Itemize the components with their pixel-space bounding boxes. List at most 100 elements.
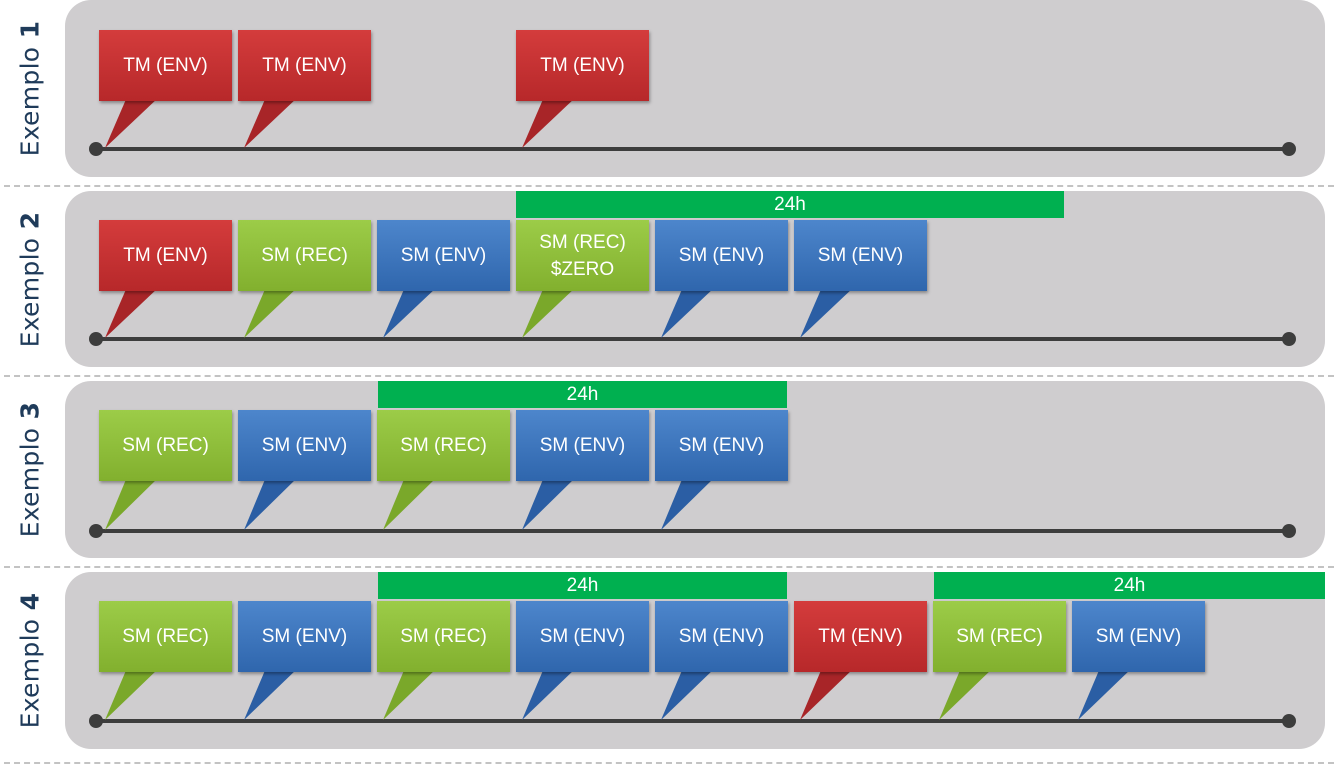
tm-env-bubble: TM (ENV) (794, 601, 927, 672)
example-1-label: Exemplo 1 (0, 0, 60, 177)
bubble-text: SM (REC) (539, 231, 626, 253)
callout-pointer (383, 477, 437, 530)
callout-pointer-shape (383, 477, 437, 530)
row-separator (4, 185, 1334, 187)
example-2-label: Exemplo 2 (0, 191, 60, 367)
example-label-number: 2 (15, 211, 45, 229)
tm-env-bubble: TM (ENV) (99, 30, 232, 101)
window-24h-bar: 24h (378, 381, 787, 408)
window-24h-bar: 24h (378, 572, 787, 599)
bubble-text: TM (ENV) (123, 55, 208, 76)
callout-pointer (244, 287, 298, 338)
callout-pointer-shape (1078, 668, 1132, 720)
bubble-text: SM (ENV) (678, 245, 765, 266)
bubble-text: SM (ENV) (539, 626, 626, 647)
callout-pointer-shape (661, 287, 715, 338)
callout-pointer (244, 477, 298, 530)
callout-pointer (383, 668, 437, 720)
callout-pointer-shape (800, 287, 854, 338)
bubble-text: SM (ENV) (539, 435, 626, 456)
callout-pointer (105, 477, 159, 530)
sm-env-bubble: SM (ENV) (1072, 601, 1205, 672)
callout-pointer (939, 668, 993, 720)
callout-pointer (105, 97, 159, 148)
bubble-text: SM (ENV) (678, 435, 765, 456)
callout-pointer-shape (244, 287, 298, 338)
example-label-word: Exemplo (15, 228, 45, 347)
bubble-text: TM (ENV) (123, 245, 208, 266)
callout-pointer (105, 668, 159, 720)
callout-pointer (661, 477, 715, 530)
tm-env-bubble: TM (ENV) (516, 30, 649, 101)
example-label-number: 3 (15, 401, 45, 420)
bubble-text: $ZERO (550, 258, 615, 280)
callout-pointer (522, 668, 576, 720)
bubble-text: SM (ENV) (678, 626, 765, 647)
bubble-text: SM (REC) (400, 626, 487, 647)
timeline-start-dot (89, 332, 103, 346)
bubble-text: SM (REC) (122, 626, 209, 647)
sm-env-bubble: SM (ENV) (238, 410, 371, 481)
timeline-line (96, 147, 1289, 151)
callout-pointer (800, 668, 854, 720)
sm-env-bubble: SM (ENV) (516, 410, 649, 481)
example-label-text: Exemplo 3 (16, 402, 45, 538)
callout-pointer (661, 668, 715, 720)
example-label-word: Exemplo (15, 419, 45, 538)
callout-pointer (244, 97, 298, 148)
timeline-start-dot (89, 714, 103, 728)
sm-env-bubble: SM (ENV) (655, 601, 788, 672)
sm-rec-bubble: SM (REC) (377, 410, 510, 481)
example-label-word: Exemplo (15, 610, 45, 729)
timeline-end-dot (1282, 332, 1296, 346)
example-label-word: Exemplo (15, 38, 45, 157)
tm-env-bubble: TM (ENV) (238, 30, 371, 101)
callout-pointer (105, 287, 159, 338)
callout-pointer-shape (105, 97, 159, 148)
bubble-text: SM (REC) (956, 626, 1043, 647)
sm-rec-bubble: SM (REC) (933, 601, 1066, 672)
bubble-text: SM (ENV) (817, 245, 904, 266)
sm-env-bubble: SM (ENV) (655, 220, 788, 291)
callout-pointer-shape (522, 287, 576, 338)
bubble-text: SM (REC) (261, 245, 348, 266)
callout-pointer-shape (105, 668, 159, 720)
callout-pointer-shape (105, 477, 159, 530)
callout-pointer-shape (522, 668, 576, 720)
example-3-label: Exemplo 3 (0, 381, 60, 558)
row-separator (4, 375, 1334, 377)
callout-pointer-shape (383, 287, 437, 338)
bubble-text: SM (ENV) (1095, 626, 1182, 647)
callout-pointer (244, 668, 298, 720)
callout-pointer-shape (661, 477, 715, 530)
bubble-text: SM (REC) (400, 435, 487, 456)
bubble-text: SM (ENV) (400, 245, 487, 266)
example-4-label: Exemplo 4 (0, 572, 60, 749)
callout-pointer-shape (244, 97, 298, 148)
sm-rec-bubble: SM (REC) (377, 601, 510, 672)
timeline-end-dot (1282, 524, 1296, 538)
callout-pointer (383, 287, 437, 338)
window-24h-bar: 24h (516, 191, 1064, 218)
timeline-line (96, 719, 1289, 723)
sm-env-bubble: SM (ENV) (655, 410, 788, 481)
sm-rec-bubble: SM (REC) (99, 601, 232, 672)
bubble-text: TM (ENV) (540, 55, 625, 76)
callout-pointer (800, 287, 854, 338)
callout-pointer-shape (939, 668, 993, 720)
timeline-line (96, 337, 1289, 341)
bubble-text: TM (ENV) (262, 55, 347, 76)
bubble-text: SM (ENV) (261, 626, 348, 647)
callout-pointer (522, 287, 576, 338)
sm-env-bubble: SM (ENV) (794, 220, 927, 291)
sm-rec-bubble: SM (REC) $ZERO (516, 220, 649, 291)
callout-pointer (522, 477, 576, 530)
tm-env-bubble: TM (ENV) (99, 220, 232, 291)
timeline-start-dot (89, 142, 103, 156)
callout-pointer-shape (661, 668, 715, 720)
timeline-start-dot (89, 524, 103, 538)
example-label-text: Exemplo 2 (16, 211, 45, 347)
callout-pointer (661, 287, 715, 338)
row-separator (4, 566, 1334, 568)
callout-pointer-shape (522, 97, 576, 148)
